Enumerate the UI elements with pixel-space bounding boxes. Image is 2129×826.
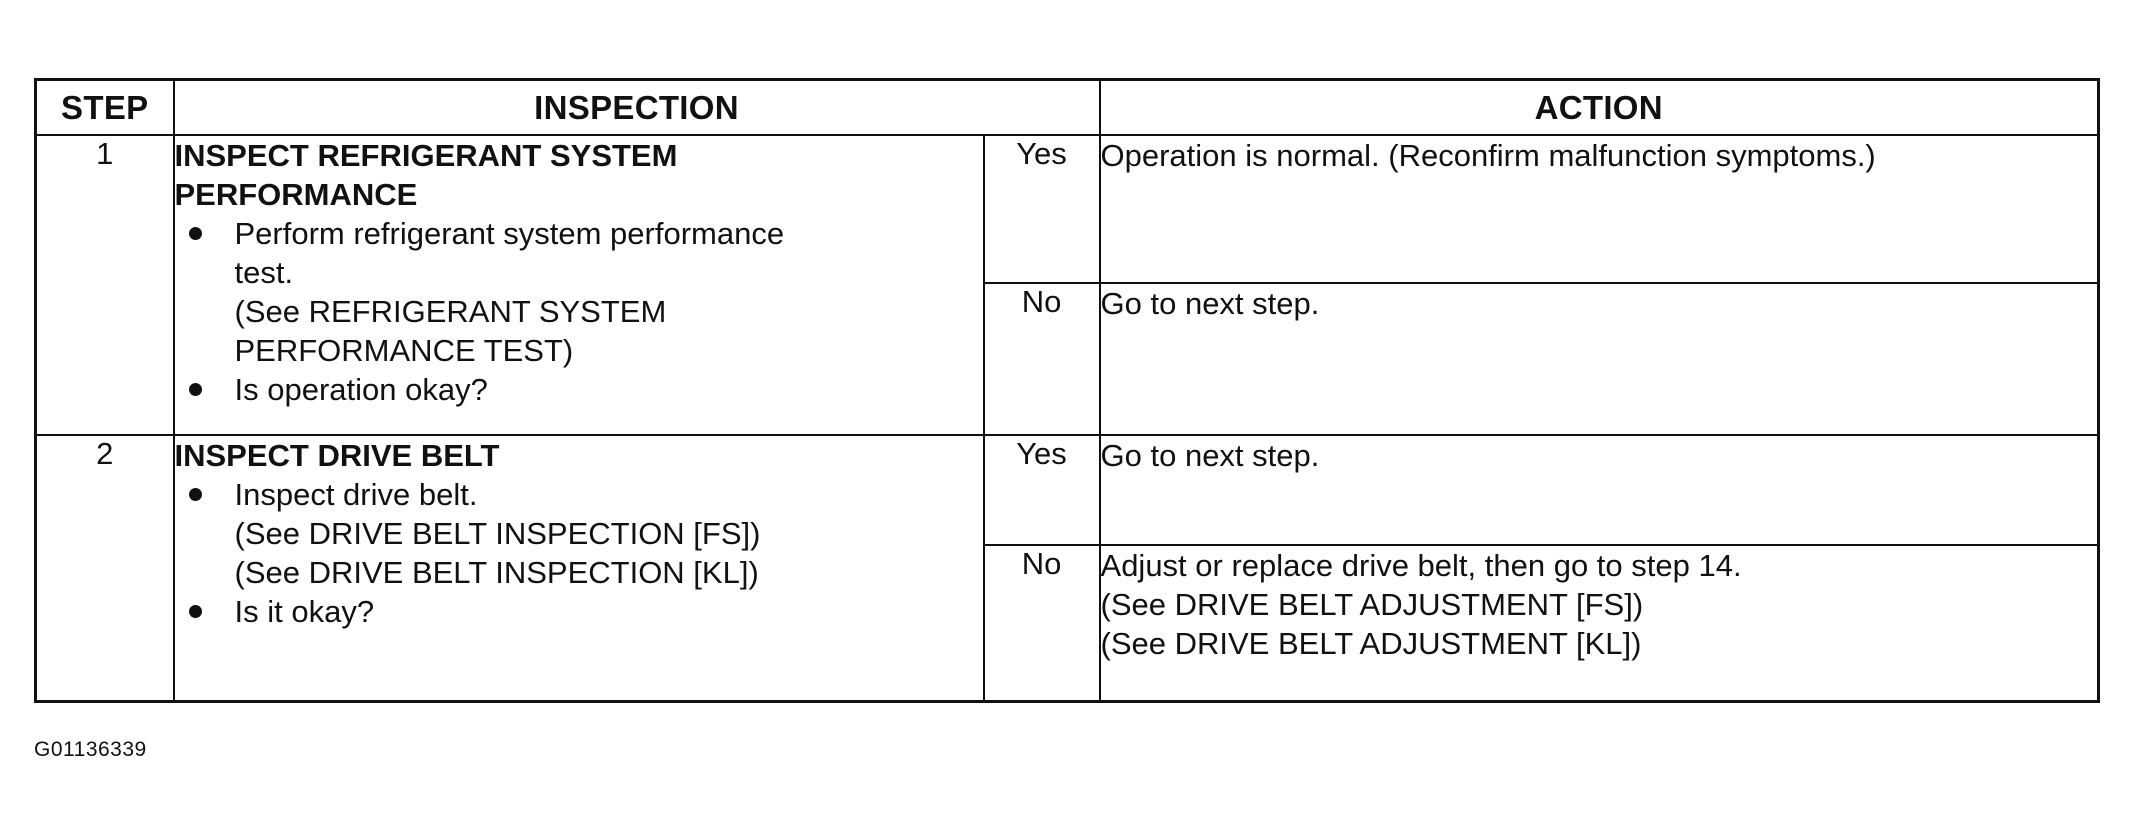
- bullet-icon: [188, 383, 202, 396]
- bullet-icon: [188, 488, 202, 501]
- step-1-bullet-1-line2: test.: [234, 255, 294, 290]
- step-1-reference-line1: (See REFRIGERANT SYSTEM: [234, 294, 667, 329]
- step-2-bullets: Inspect drive belt.: [175, 475, 983, 514]
- step-1-yes-row: 1 INSPECT REFRIGERANT SYSTEM PERFORMANCE…: [34, 134, 2100, 436]
- bullet-icon: [188, 605, 202, 618]
- step-1-title-line1: INSPECT REFRIGERANT SYSTEM: [174, 138, 678, 173]
- step-1-no-label: No: [982, 282, 1101, 436]
- step-1-bullets-2: Is operation okay?: [175, 370, 983, 409]
- step-2-bullet-2-text: Is it okay?: [234, 594, 375, 629]
- step-2-yes-label: Yes: [982, 434, 1101, 546]
- step-1-bullet-2-text: Is operation okay?: [234, 372, 488, 407]
- step-2-yes-action-line1: Go to next step.: [1100, 438, 1320, 473]
- step-2-inspection: INSPECT DRIVE BELT Inspect drive belt. (…: [172, 434, 985, 702]
- step-1-yes-label: Yes: [982, 134, 1101, 284]
- step-2-bullet-1: Inspect drive belt.: [175, 475, 983, 514]
- step-2-reference-line2: (See DRIVE BELT INSPECTION [KL]): [234, 555, 759, 590]
- step-1-bullet-2: Is operation okay?: [175, 370, 983, 409]
- step-2-title: INSPECT DRIVE BELT: [174, 438, 500, 473]
- step-2-number: 2: [34, 434, 175, 702]
- header-action: ACTION: [1098, 78, 2100, 136]
- step-1-reference-line2: PERFORMANCE TEST): [234, 333, 574, 368]
- header-inspection: INSPECTION: [172, 78, 1101, 136]
- step-1-yes-action-line1: Operation is normal. (Reconfirm malfunct…: [1100, 138, 1876, 173]
- step-2-no-action-line2: (See DRIVE BELT ADJUSTMENT [FS]): [1100, 587, 1644, 622]
- bullet-icon: [188, 227, 202, 240]
- step-2-bullet-2: Is it okay?: [175, 592, 983, 631]
- step-2-no-action: Adjust or replace drive belt, then go to…: [1098, 544, 2100, 702]
- step-2-no-row: No Adjust or replace drive belt, then go…: [36, 544, 2100, 702]
- step-2-no-action-line1: Adjust or replace drive belt, then go to…: [1100, 548, 1742, 583]
- step-2-no-action-line3: (See DRIVE BELT ADJUSTMENT [KL]): [1100, 626, 1642, 661]
- step-2-reference-line1: (See DRIVE BELT INSPECTION [FS]): [234, 516, 761, 551]
- step-2-no-label: No: [982, 544, 1101, 702]
- step-1-bullet-1: Perform refrigerant system performance t…: [175, 214, 983, 292]
- step-2-yes-row: 2 INSPECT DRIVE BELT Inspect drive belt.…: [34, 434, 2100, 702]
- step-1-bullets: Perform refrigerant system performance t…: [175, 214, 983, 292]
- step-1-no-action-line1: Go to next step.: [1100, 286, 1320, 321]
- step-1-inspection: INSPECT REFRIGERANT SYSTEM PERFORMANCE P…: [172, 134, 985, 436]
- figure-code: G01136339: [34, 738, 147, 761]
- step-2-bullet-1-text: Inspect drive belt.: [234, 477, 478, 512]
- header-row: STEP INSPECTION ACTION: [34, 78, 2100, 136]
- step-1-bullet-1-line1: Perform refrigerant system performance: [234, 216, 785, 251]
- step-2-yes-action: Go to next step.: [1098, 434, 2100, 546]
- step-2-bullets-2: Is it okay?: [175, 592, 983, 631]
- step-1-title-line2: PERFORMANCE: [174, 177, 418, 212]
- step-1-no-action: Go to next step.: [1098, 282, 2100, 436]
- header-step: STEP: [34, 78, 175, 136]
- step-1-number: 1: [34, 134, 175, 436]
- step-1-no-row: No Go to next step.: [36, 282, 2100, 436]
- diagnostic-table: STEP INSPECTION ACTION 1 INSPECT REFRIGE…: [34, 78, 2101, 703]
- step-1-yes-action: Operation is normal. (Reconfirm malfunct…: [1098, 134, 2100, 284]
